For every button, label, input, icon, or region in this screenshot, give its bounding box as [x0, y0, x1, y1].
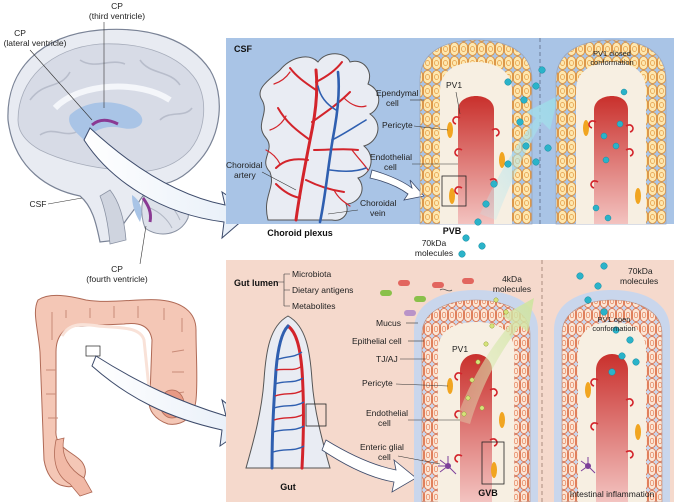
gvb-small-molecules-sub-label: molecules [493, 284, 531, 294]
pvb-molecules [458, 66, 552, 258]
brain-labels: CP (third ventricle) CP (lateral ventric… [4, 1, 148, 284]
colon-illustration [34, 294, 198, 497]
choroid-plexus [259, 53, 380, 224]
lumen-item-dietary: Dietary antigens [292, 285, 353, 295]
choroidal-artery-sub-label: artery [234, 170, 256, 180]
pv1-label: PV1 [446, 80, 462, 90]
choroid-labels: Choroidal artery Choroidal vein Choroid … [226, 160, 396, 238]
pvb-labels: Ependymal cell PV1 Pericyte Endothelial … [370, 80, 462, 258]
cp-lateral-label: CP [14, 28, 26, 38]
gut-lumen-title: Gut lumen [234, 278, 279, 288]
cp-lateral-sub-label: (lateral ventricle) [4, 38, 67, 48]
gut-pericyte-label: Pericyte [362, 378, 393, 388]
enteric-glial-label: Enteric glial [360, 442, 404, 452]
gvb-pv1-label: PV1 [452, 344, 468, 354]
brain-illustration [7, 28, 220, 245]
cp-fourth-sub-label: (fourth ventricle) [86, 274, 148, 284]
enteric-glial-sub-label: cell [378, 452, 391, 462]
choroid-plexus-caption: Choroid plexus [267, 228, 333, 238]
pvb-molecules-label: 70kDa [422, 238, 447, 248]
tjaj-label: TJ/AJ [376, 354, 398, 364]
gut-caption: Gut [280, 482, 296, 492]
cp-third-sub-label: (third ventricle) [89, 11, 145, 21]
gvb-open-molecules [576, 262, 640, 376]
pvb-closed-labels: PV1 closed conformation [590, 49, 633, 67]
gvb-small-molecules [461, 297, 509, 417]
zoom-arrow-brain [83, 127, 253, 240]
ependymal-sub-label: cell [386, 98, 399, 108]
pericyte-label: Pericyte [382, 120, 413, 130]
csf-label: CSF [30, 199, 47, 209]
gut-lumen-key: Gut lumen Microbiota Dietary antigens Me… [234, 269, 353, 311]
pvb-closed-villus [555, 39, 667, 225]
lumen-item-metabolites: Metabolites [292, 301, 335, 311]
pvb-molecules-sub-label: molecules [415, 248, 453, 258]
gvb-caption: GVB [478, 488, 498, 498]
choroidal-vein-label: Choroidal [360, 198, 396, 208]
gvb-open-labels: 70kDa molecules PV1 open conformation In… [570, 266, 659, 499]
gut-endothelial-label: Endothelial [366, 408, 408, 418]
cp-third-label: CP [111, 1, 123, 11]
pv1-closed-label: PV1 closed [593, 49, 631, 58]
mucus-label: Mucus [376, 318, 401, 328]
pvb-caption: PVB [443, 226, 462, 236]
pv1-closed-sub-label: conformation [590, 58, 633, 67]
pvb-villus [419, 39, 533, 225]
ependymal-label: Ependymal [376, 88, 419, 98]
gut-villus: Gut [245, 315, 331, 492]
choroidal-artery-label: Choroidal [226, 160, 262, 170]
gvb-large-molecules-sub-label: molecules [620, 276, 658, 286]
gvb-large-molecules-label: 70kDa [628, 266, 653, 276]
gut-labels: Mucus Epithelial cell TJ/AJ PV1 Pericyte… [352, 274, 531, 498]
epithelial-label: Epithelial cell [352, 336, 402, 346]
gut-endothelial-sub-label: cell [378, 418, 391, 428]
lumen-item-microbiota: Microbiota [292, 269, 331, 279]
gvb-small-molecules-label: 4kDa [502, 274, 522, 284]
cp-fourth-label: CP [111, 264, 123, 274]
gvb-open-villus [554, 290, 670, 502]
endothelial-sub-label: cell [384, 162, 397, 172]
csf-panel-tag: CSF [234, 44, 253, 54]
pv1-open-label: PV1 open [598, 315, 631, 324]
choroidal-vein-sub-label: vein [370, 208, 386, 218]
intestinal-inflammation-label: Intestinal inflammation [570, 489, 655, 499]
pv1-open-sub-label: conformation [592, 324, 635, 333]
endothelial-label: Endothelial [370, 152, 412, 162]
